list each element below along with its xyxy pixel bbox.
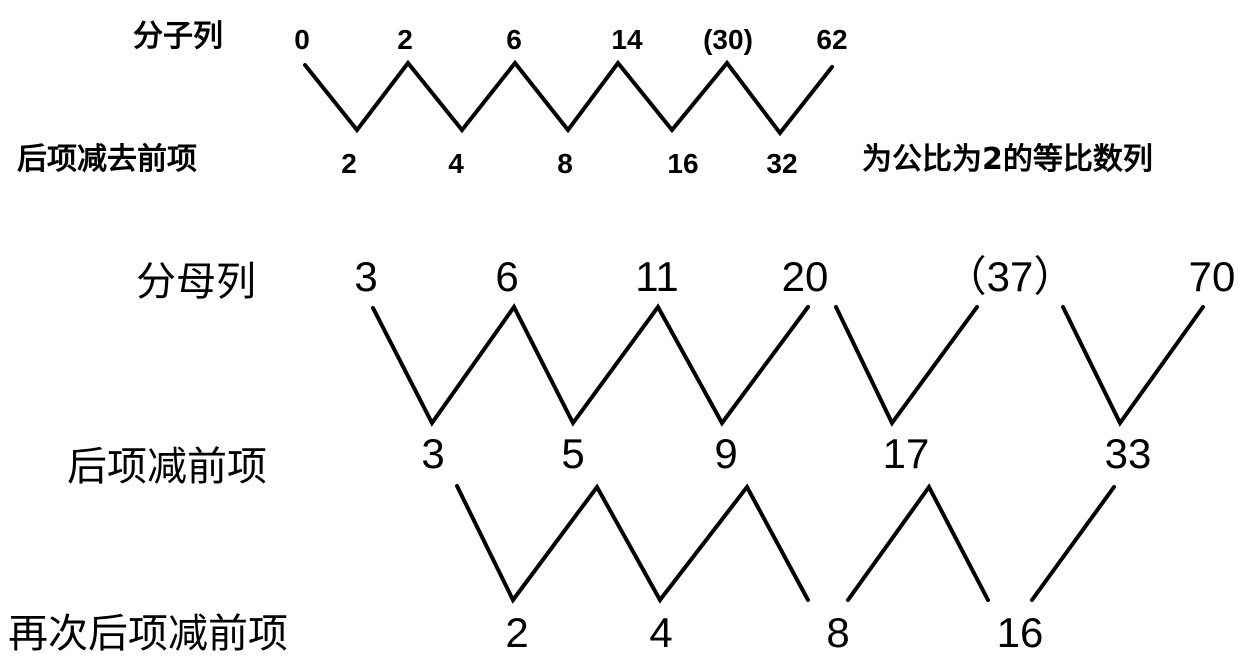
denominator-diff-3: 9 bbox=[714, 430, 738, 477]
numerator-term-1: 0 bbox=[294, 24, 310, 55]
numerator-term-6: 62 bbox=[816, 24, 848, 55]
second-diff-3: 8 bbox=[826, 609, 850, 656]
second-diff-zigzag-2 bbox=[846, 483, 990, 602]
denominator-diff-5: 33 bbox=[1104, 430, 1152, 477]
denominator-zigzag-1 bbox=[371, 303, 810, 427]
numerator-diff-5: 32 bbox=[766, 148, 798, 179]
numerator-term-5: (30) bbox=[703, 24, 753, 55]
second-diff-zigzag-1 bbox=[455, 483, 810, 604]
denominator-term-1: 3 bbox=[354, 253, 378, 300]
numerator-term-3: 6 bbox=[506, 24, 522, 55]
denominator-diff-label: 后项减前项 bbox=[67, 444, 267, 490]
denominator-term-3: 11 bbox=[635, 253, 679, 300]
numerator-diff-1: 2 bbox=[341, 148, 357, 179]
denominator-label: 分母列 bbox=[136, 259, 256, 305]
second-diff-4: 16 bbox=[996, 609, 1044, 656]
numerator-diff-2: 4 bbox=[448, 148, 464, 179]
denominator-term-5: （37） bbox=[944, 253, 1076, 300]
denominator-term-4: 20 bbox=[781, 253, 829, 300]
denominator-zigzag-3 bbox=[1061, 305, 1205, 427]
second-diff-2: 4 bbox=[649, 609, 673, 656]
numerator-label: 分子列 bbox=[133, 19, 223, 54]
denominator-term-6: 70 bbox=[1188, 253, 1236, 300]
denominator-zigzag-2 bbox=[834, 305, 979, 427]
second-diff-1: 2 bbox=[505, 609, 529, 656]
second-diff-label: 再次后项减前项 bbox=[8, 611, 288, 657]
numerator-note: 为公比为2的等比数列 bbox=[862, 142, 1153, 177]
numerator-zigzag bbox=[303, 59, 834, 137]
denominator-term-2: 6 bbox=[495, 253, 519, 300]
numerator-term-2: 2 bbox=[397, 24, 413, 55]
denominator-diff-4: 17 bbox=[882, 430, 930, 477]
denominator-diff-1: 3 bbox=[421, 430, 445, 477]
numerator-diff-label: 后项减去前项 bbox=[17, 142, 197, 177]
numerator-term-4: 14 bbox=[611, 24, 643, 55]
denominator-diff-2: 5 bbox=[561, 430, 585, 477]
numerator-diff-4: 16 bbox=[667, 148, 699, 179]
second-diff-zigzag-3 bbox=[1030, 485, 1116, 602]
numerator-diff-3: 8 bbox=[557, 148, 573, 179]
